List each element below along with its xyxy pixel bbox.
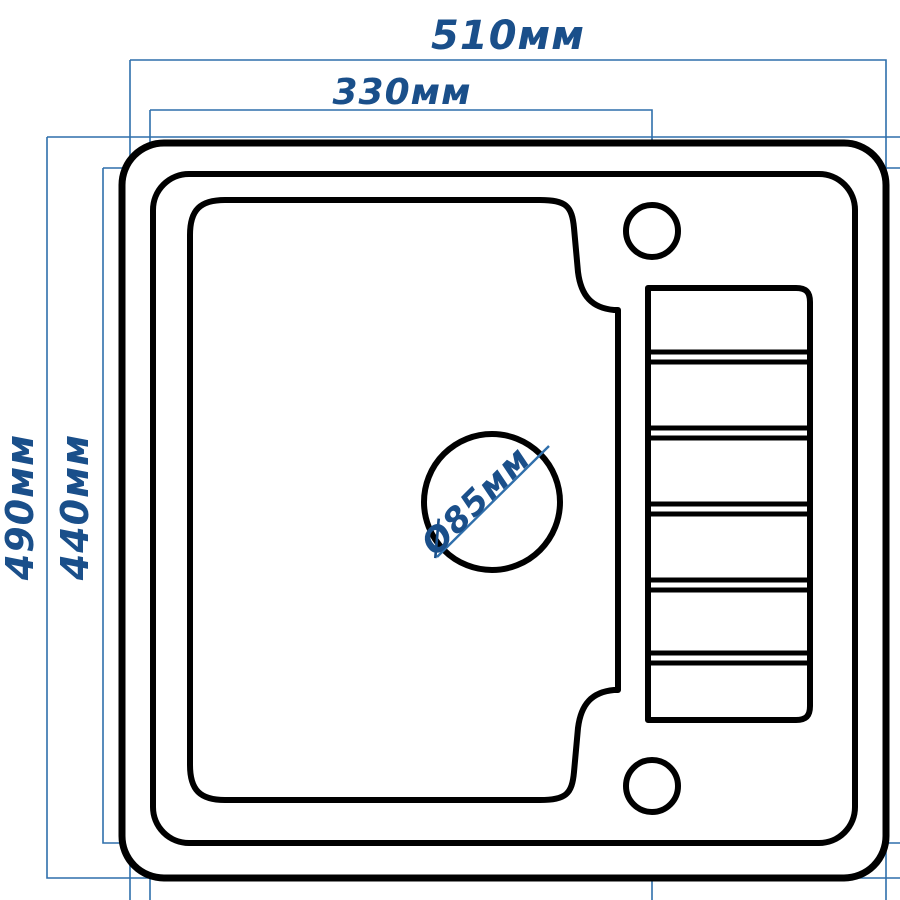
dimension-label-440: 440мм — [53, 434, 97, 581]
drainboard-ribs-group — [648, 349, 810, 666]
dimension-label-330: 330мм — [333, 72, 472, 113]
drainboard-rib — [648, 349, 810, 365]
sink-body-group — [118, 139, 890, 882]
drainboard-rib — [648, 501, 810, 517]
drainboard-rib — [648, 425, 810, 441]
dimension-label-510: 510мм — [431, 13, 585, 59]
drainboard-rib — [648, 577, 810, 593]
diameter-leader-line — [436, 445, 550, 558]
tap-hole-top-icon — [623, 202, 681, 260]
tap-hole-bottom-icon — [623, 757, 681, 815]
dimension-label-490: 490мм — [0, 434, 42, 581]
sink-bowl-outline — [187, 197, 621, 803]
drainboard-rib — [648, 650, 810, 666]
drain-hole-circle — [421, 431, 563, 573]
